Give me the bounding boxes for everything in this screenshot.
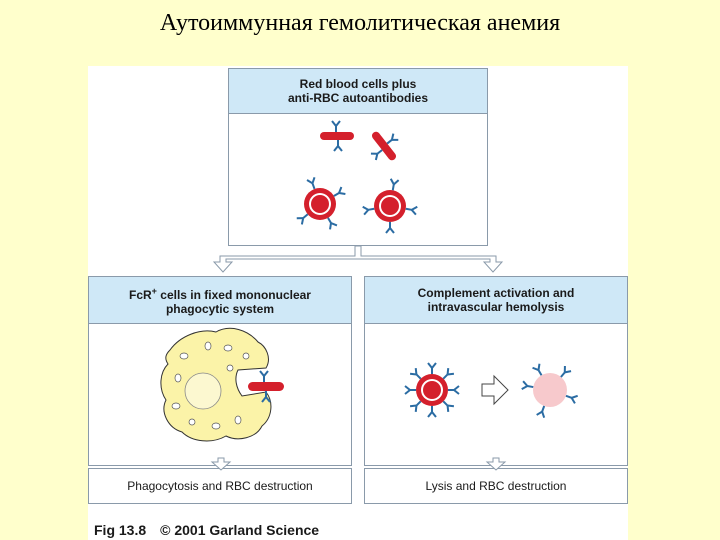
left-result-label: Phagocytosis and RBC destruction [127, 479, 313, 493]
top-box: Red blood cells plus anti-RBC autoantibo… [228, 68, 488, 246]
left-box-title-fcr: FcR [129, 288, 152, 302]
top-box-title-line2: anti-RBC autoantibodies [288, 91, 428, 105]
slide-title: Аутоиммунная гемолитическая анемия [159, 10, 561, 36]
rbc-face-view-2 [361, 177, 419, 234]
right-result-label: Lysis and RBC destruction [425, 479, 567, 493]
right-box: Complement activation and intravascular … [364, 276, 628, 466]
lysis-arrow [481, 374, 509, 406]
diagram-graphics [160, 120, 579, 471]
left-box-title-line1: FcR+ cells in fixed mononuclear [129, 284, 311, 302]
down-arrow-right [485, 457, 507, 471]
left-box-title-rest: cells in fixed mononuclear [156, 288, 311, 302]
figure-number: Fig 13.8 [94, 522, 147, 538]
figure: Red blood cells plus anti-RBC autoantibo… [88, 66, 628, 540]
engulfed-rbc [248, 370, 284, 403]
split-arrow [212, 245, 504, 273]
lysed-rbc [520, 362, 579, 419]
top-box-title-line1: Red blood cells plus [299, 77, 417, 91]
figure-copyright: © 2001 Garland Science [160, 522, 320, 538]
left-box-header: FcR+ cells in fixed mononuclear phagocyt… [89, 277, 351, 324]
left-box-title-sup: + [151, 286, 157, 296]
left-result-box: Phagocytosis and RBC destruction [88, 468, 352, 504]
right-result-box: Lysis and RBC destruction [364, 468, 628, 504]
rbc-side-view-2 [369, 131, 400, 161]
figure-caption: Fig 13.8 © 2001 Garland Science [94, 522, 333, 538]
macrophage [160, 327, 272, 442]
rbc-side-view-1 [320, 120, 354, 152]
right-box-title-line2: intravascular hemolysis [427, 300, 565, 314]
rbc-face-view-1 [295, 176, 347, 231]
down-arrow-left [210, 457, 232, 471]
top-box-header: Red blood cells plus anti-RBC autoantibo… [229, 69, 487, 114]
rbc-complement-coated [404, 362, 460, 418]
right-box-header: Complement activation and intravascular … [365, 277, 627, 324]
right-box-title-line1: Complement activation and [417, 286, 575, 300]
left-box-title-line2: phagocytic system [165, 302, 275, 316]
